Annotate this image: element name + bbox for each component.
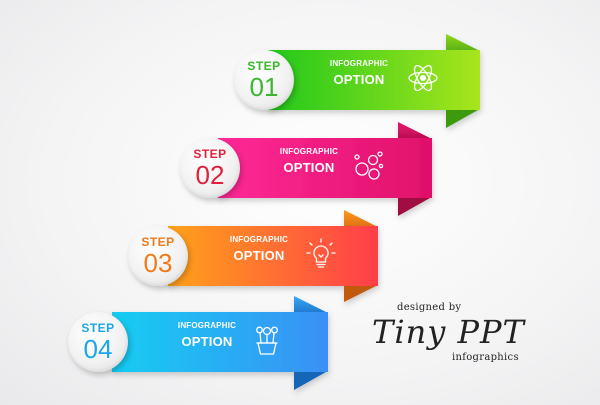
step-1-number: 01 bbox=[249, 72, 279, 102]
atom-icon bbox=[408, 64, 438, 92]
lightbulb-icon bbox=[306, 238, 336, 268]
arrow-step-4 bbox=[112, 296, 328, 390]
step-3-label: STEP bbox=[141, 235, 175, 249]
arrow-step-2 bbox=[218, 122, 432, 216]
step-3-number: 03 bbox=[143, 248, 173, 278]
step-2-subtitle: INFOGRAPHIC bbox=[279, 147, 339, 156]
step-2-number: 02 bbox=[195, 160, 225, 190]
arrow-fold-2 bbox=[398, 122, 430, 142]
signature-brand: Tiny PPT bbox=[372, 313, 525, 351]
arrow-tail-3 bbox=[344, 286, 376, 302]
step-3-subtitle: INFOGRAPHIC bbox=[229, 235, 289, 244]
designer-signature: designed by Tiny PPT infographics bbox=[372, 300, 572, 380]
step-4-text: INFOGRAPHIC OPTION bbox=[162, 321, 252, 353]
step-4-title: OPTION bbox=[181, 334, 233, 349]
arrow-tail-4 bbox=[294, 372, 326, 390]
arrow-band-3 bbox=[168, 226, 378, 286]
step-2-badge: STEP 02 bbox=[180, 138, 240, 198]
step-4-subtitle: INFOGRAPHIC bbox=[177, 321, 237, 330]
step-2-text: INFOGRAPHIC OPTION bbox=[264, 147, 354, 179]
arrow-band-4 bbox=[112, 312, 328, 372]
step-4-number: 04 bbox=[83, 334, 113, 364]
step-2-title: OPTION bbox=[283, 160, 335, 175]
step-4-badge: STEP 04 bbox=[68, 312, 128, 372]
step-3-text: INFOGRAPHIC OPTION bbox=[214, 235, 304, 267]
flower-pot-icon bbox=[256, 326, 278, 355]
arrow-band-1 bbox=[268, 50, 480, 110]
arrow-fold-4 bbox=[294, 296, 326, 316]
arrow-fold-3 bbox=[344, 210, 376, 230]
step-3-title: OPTION bbox=[233, 248, 285, 263]
step-4: STEP 04 INFOGRAPHIC OPTION bbox=[68, 312, 378, 372]
signature-tagline: infographics bbox=[452, 352, 519, 363]
step-2-label: STEP bbox=[193, 147, 227, 161]
step-1-label: STEP bbox=[247, 59, 281, 73]
bubbles-icon bbox=[354, 151, 384, 180]
arrow-step-3 bbox=[168, 210, 378, 302]
arrow-band-2 bbox=[218, 138, 432, 198]
step-1-subtitle: INFOGRAPHIC bbox=[329, 59, 389, 68]
arrow-tail-2 bbox=[398, 198, 430, 216]
step-3-badge: STEP 03 bbox=[128, 226, 188, 286]
step-2: STEP 02 INFOGRAPHIC OPTION bbox=[180, 138, 490, 198]
signature-designed-by: designed by bbox=[397, 302, 462, 313]
step-1-text: INFOGRAPHIC OPTION bbox=[314, 59, 404, 91]
step-1: STEP 01 INFOGRAPHIC OPTION bbox=[234, 50, 544, 110]
arrow-tail-1 bbox=[446, 110, 478, 128]
step-4-label: STEP bbox=[81, 321, 115, 335]
arrow-step-1 bbox=[268, 34, 480, 128]
arrow-fold-1 bbox=[446, 34, 478, 54]
step-1-badge: STEP 01 bbox=[234, 50, 294, 110]
step-1-title: OPTION bbox=[333, 72, 385, 87]
step-3: STEP 03 INFOGRAPHIC OPTION bbox=[128, 226, 438, 286]
